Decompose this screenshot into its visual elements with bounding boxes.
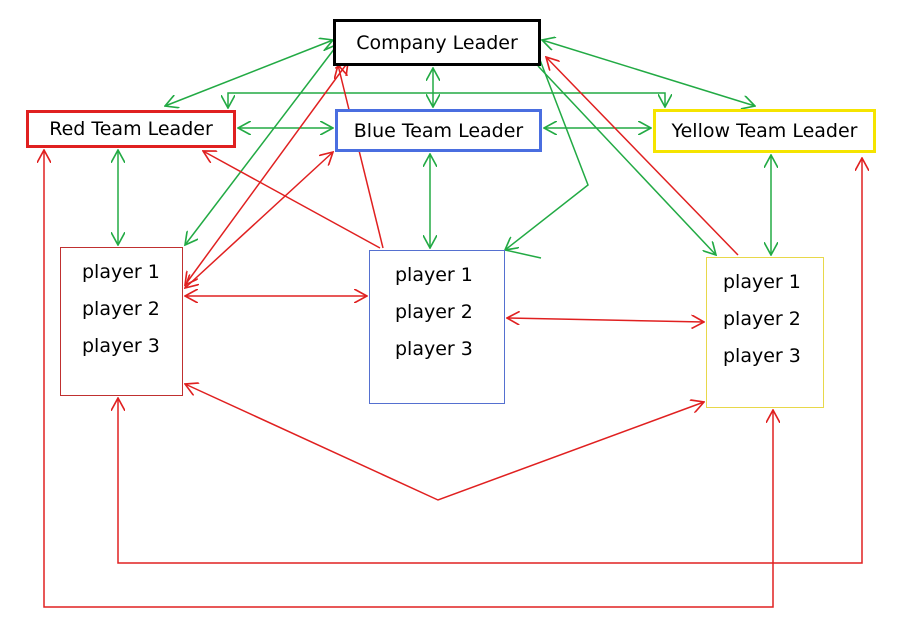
red-team-leader-box: Red Team Leader xyxy=(26,110,236,148)
link-company-yellowteam xyxy=(537,65,716,255)
blue-player-1: player 1 xyxy=(395,264,473,286)
red-team-box: player 1 player 2 player 3 xyxy=(60,247,183,396)
red-links xyxy=(44,57,862,608)
link-redteam-yellowleader xyxy=(118,158,862,564)
link-red-yellow-top xyxy=(228,92,665,108)
link-blueteam-stub xyxy=(504,249,542,259)
blue-player-2: player 2 xyxy=(395,301,473,323)
link-company-red xyxy=(165,40,333,106)
red-player-2: player 2 xyxy=(82,298,160,320)
link-company-yellow xyxy=(542,40,755,106)
link-redteam-blueleader xyxy=(185,152,333,288)
red-team-leader-label: Red Team Leader xyxy=(49,118,213,140)
red-player-1: player 1 xyxy=(82,261,160,283)
blue-player-3: player 3 xyxy=(395,338,473,360)
company-leader-label: Company Leader xyxy=(356,31,518,54)
red-player-3: player 3 xyxy=(82,335,160,357)
yellow-player-2: player 2 xyxy=(723,308,801,330)
company-leader-box: Company Leader xyxy=(333,19,541,66)
yellow-player-1: player 1 xyxy=(723,271,801,293)
link-blueteam-yellowteam xyxy=(507,318,704,322)
blue-team-box: player 1 player 2 player 3 xyxy=(369,250,505,404)
blue-team-leader-label: Blue Team Leader xyxy=(353,119,524,142)
yellow-team-leader-box: Yellow Team Leader xyxy=(653,109,876,153)
blue-team-leader-box: Blue Team Leader xyxy=(335,109,542,152)
link-redleader-yellowteam xyxy=(44,150,773,608)
link-blueteam-redleader xyxy=(203,151,381,249)
yellow-team-box: player 1 player 2 player 3 xyxy=(706,257,824,408)
yellow-player-3: player 3 xyxy=(723,345,801,367)
link-yellowteam-company xyxy=(546,57,739,256)
yellow-team-leader-label: Yellow Team Leader xyxy=(671,120,858,142)
link-redteam-company xyxy=(185,62,348,285)
